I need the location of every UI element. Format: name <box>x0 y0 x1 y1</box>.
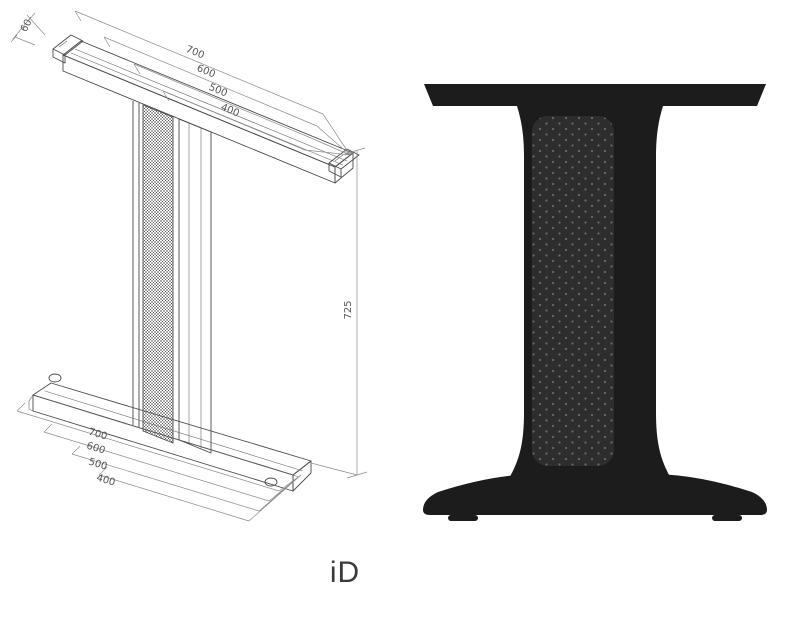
dim-top-600: 600 <box>195 63 217 80</box>
foot-glide-left <box>448 515 478 521</box>
foot-glide-right <box>712 515 742 521</box>
dim-depth-60: 60 <box>19 18 35 34</box>
height-dimension: 725 <box>310 147 368 479</box>
side-view-silhouette <box>423 84 767 521</box>
dim-top-500: 500 <box>207 82 229 99</box>
dim-bottom-400: 400 <box>95 473 116 489</box>
dim-bottom-500: 500 <box>87 457 108 473</box>
product-name: iD <box>329 556 361 589</box>
leveling-foot-left <box>48 373 62 383</box>
top-plate <box>424 84 766 106</box>
bottom-width-dimensions: 400 500 600 700 <box>16 402 302 522</box>
dim-top-700: 700 <box>184 44 206 61</box>
perforation-dots <box>532 116 614 466</box>
depth-dimension: 60 <box>10 12 46 46</box>
wireframe-drawing: 400 500 600 700 60 725 400 500 600 700 <box>10 10 368 522</box>
dim-top-400: 400 <box>219 102 241 119</box>
dim-bottom-700: 700 <box>87 427 108 443</box>
top-width-dimensions: 400 500 600 700 <box>74 10 351 156</box>
leveling-foot-right <box>264 477 278 487</box>
dim-height-725: 725 <box>343 300 354 319</box>
dim-bottom-600: 600 <box>85 441 106 457</box>
column <box>132 101 212 454</box>
foot-beam <box>28 373 312 492</box>
foot <box>423 474 767 515</box>
perforated-strip <box>143 105 173 443</box>
